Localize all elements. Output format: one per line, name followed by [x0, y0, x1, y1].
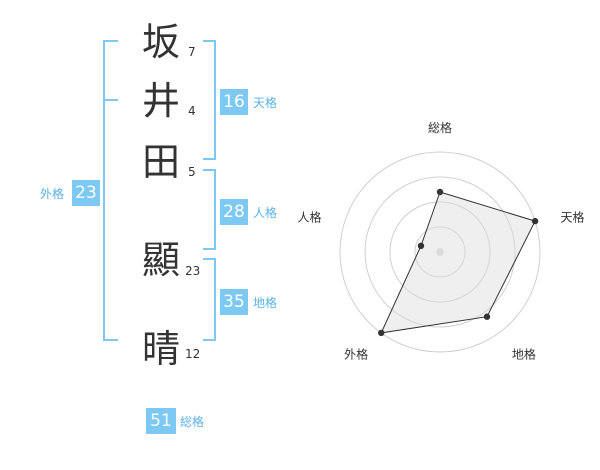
radar-ring-3 — [364, 176, 516, 328]
tenkaku-badge: 16 — [220, 89, 248, 115]
radar-point-3 — [483, 313, 491, 320]
name-char-1: 坂 — [141, 20, 180, 64]
chikaku-bracket — [203, 258, 216, 341]
radar-point-1 — [436, 188, 444, 196]
radar-point-2 — [531, 217, 539, 225]
gaikaku-badge: 23 — [72, 180, 100, 206]
radar-point-4 — [378, 329, 385, 337]
radar-axis-label-4: 外格 — [344, 347, 368, 362]
name-char-3: 田 — [141, 140, 180, 184]
stroke-count-2: 4 — [188, 104, 196, 118]
radar-axis-label-2: 天格 — [561, 209, 585, 224]
chikaku-badge: 35 — [220, 289, 248, 315]
stroke-count-1: 7 — [188, 45, 196, 59]
jinkaku-bracket — [203, 169, 216, 250]
radar-axis-label-1: 総格 — [428, 120, 452, 135]
radar-center — [436, 248, 444, 256]
radar-point-5 — [417, 242, 425, 250]
soukaku-label: 総格 — [180, 415, 205, 429]
name-char-4: 顯 — [141, 238, 180, 282]
stroke-count-3: 5 — [188, 165, 196, 179]
jinkaku-label: 人格 — [253, 206, 278, 220]
radar-axis-label-3: 地格 — [512, 347, 536, 362]
stroke-count-5: 12 — [185, 347, 201, 361]
radar-ring-1 — [414, 226, 466, 278]
tenkaku-label: 天格 — [253, 96, 278, 110]
jinkaku-badge: 28 — [220, 199, 248, 225]
gaikaku-bracket — [103, 40, 118, 341]
radar-ring-4 — [339, 151, 541, 353]
radar-ring-2 — [389, 201, 491, 303]
soukaku-badge: 51 — [146, 408, 176, 434]
chikaku-label: 地格 — [253, 296, 278, 310]
name-char-2: 井 — [141, 79, 180, 123]
name-char-5: 晴 — [141, 327, 180, 371]
radar-data-area — [380, 191, 536, 334]
radar-axis-label-5: 人格 — [297, 209, 321, 224]
gaikaku-label: 外格 — [40, 187, 65, 201]
tenkaku-bracket — [203, 40, 216, 160]
stroke-count-4: 23 — [185, 264, 201, 278]
